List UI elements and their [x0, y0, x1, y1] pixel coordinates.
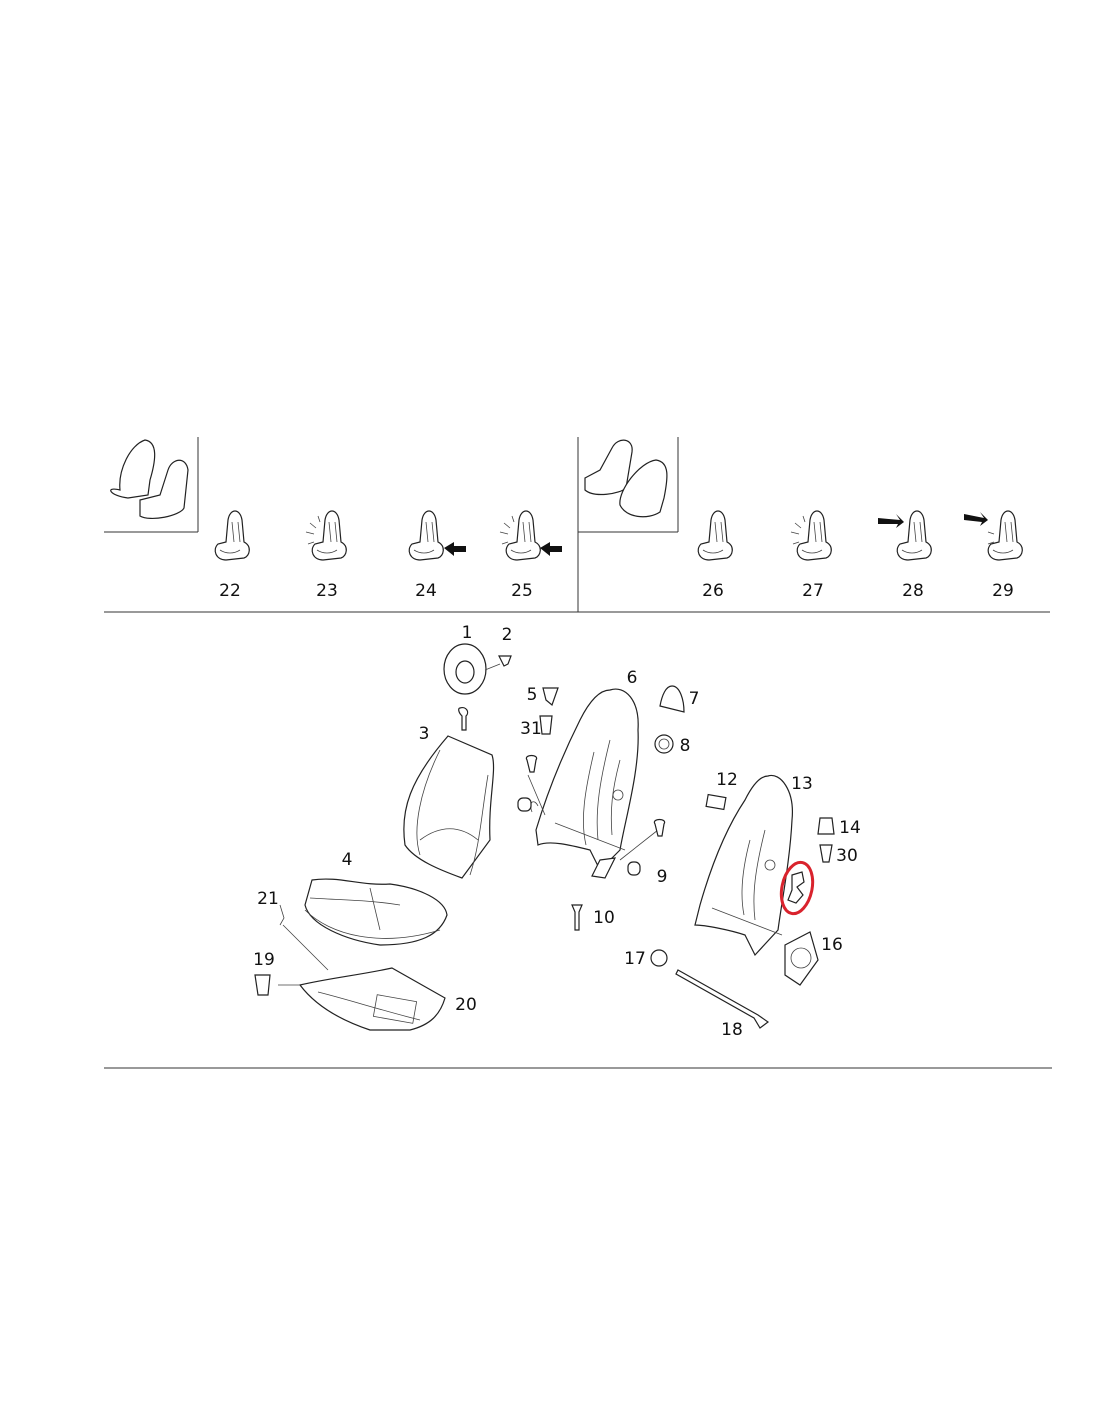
part-label-1: 1 [462, 623, 473, 643]
variant-label-23: 23 [316, 581, 338, 601]
part-label-7: 7 [689, 689, 700, 709]
part-label-21: 21 [257, 889, 279, 909]
part-label-17: 17 [624, 949, 646, 969]
variant-label-25: 25 [511, 581, 533, 601]
variant-label-27: 27 [802, 581, 824, 601]
backrest-cover-part [403, 707, 495, 879]
part-label-30: 30 [836, 846, 858, 866]
part-label-10: 10 [593, 908, 615, 928]
variant-23-seat-icon [305, 510, 347, 561]
backrest-frame-right-part [650, 774, 835, 1029]
part-label-19: 19 [253, 950, 275, 970]
part-label-4: 4 [342, 850, 353, 870]
overview-thumbnail-right [584, 439, 668, 518]
layout-lines [104, 437, 1052, 1069]
small-trim-parts-right [654, 685, 685, 754]
overview-thumbnail-left [110, 439, 189, 520]
seat-cushion-part [304, 878, 448, 946]
variant-24-seat-icon [408, 510, 466, 561]
variant-25-seat-icon [499, 510, 562, 561]
variant-labels: 22 23 24 25 26 27 28 29 [219, 581, 1014, 601]
variant-26-seat-icon [697, 510, 733, 561]
variant-28-seat-icon [878, 510, 932, 561]
part-label-8: 8 [680, 736, 691, 756]
variant-label-24: 24 [415, 581, 437, 601]
part-label-9: 9 [657, 867, 668, 887]
part-label-12: 12 [716, 770, 738, 790]
variant-27-seat-icon [790, 510, 832, 561]
part-label-20: 20 [455, 995, 477, 1015]
variant-29-seat-icon [964, 510, 1023, 561]
part-labels: 1 2 3 4 5 31 6 7 8 9 10 12 13 14 30 16 1… [253, 623, 861, 1040]
part-label-2: 2 [502, 625, 513, 645]
part-label-16: 16 [821, 935, 843, 955]
variant-label-26: 26 [702, 581, 724, 601]
part-label-18: 18 [721, 1020, 743, 1040]
highlight-circle [779, 860, 815, 916]
variant-label-28: 28 [902, 581, 924, 601]
part-label-14: 14 [839, 818, 861, 838]
highlighted-part [787, 871, 805, 904]
variant-22-seat-icon [214, 510, 250, 561]
backrest-frame-left-part [517, 687, 666, 931]
part-label-6: 6 [627, 668, 638, 688]
variant-label-29: 29 [992, 581, 1014, 601]
part-label-31: 31 [520, 719, 542, 739]
part-label-3: 3 [419, 724, 430, 744]
headrest-part [443, 643, 512, 695]
variant-label-22: 22 [219, 581, 241, 601]
part-label-5: 5 [527, 685, 538, 705]
part-label-13: 13 [791, 774, 813, 794]
seat-pan-part [254, 904, 446, 1031]
